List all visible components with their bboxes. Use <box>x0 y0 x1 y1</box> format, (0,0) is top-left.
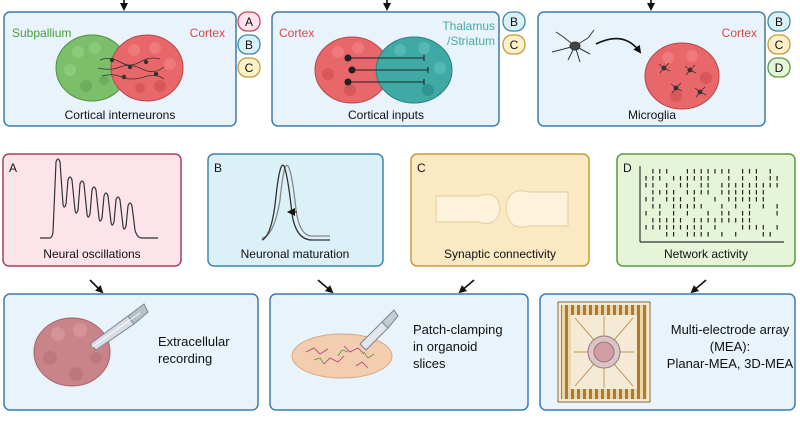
panel-3-badges: B C D <box>767 11 791 78</box>
badge-c-label: C <box>775 38 784 52</box>
method-label-line3: slices <box>413 356 446 371</box>
thalamus-label: Thalamus <box>442 19 495 33</box>
arrow-d-to-mea <box>690 279 707 294</box>
incoming-arrows <box>120 0 655 11</box>
raster-plot <box>645 169 778 237</box>
badge-b <box>767 11 791 32</box>
method-panel-mea: Multi-electrode array (MEA): Planar-MEA,… <box>539 293 796 411</box>
cortex-label: Cortex <box>279 26 314 40</box>
panel-1-badges: A B C <box>237 11 261 78</box>
method-label-line2: in organoid <box>413 339 477 354</box>
microglia-cell-icon <box>551 29 595 63</box>
badge-d-label: D <box>775 61 784 75</box>
striatum-label: /Striatum <box>447 34 495 48</box>
badge-c-label: C <box>510 38 519 52</box>
readout-letter: B <box>214 161 222 175</box>
readout-panel-a: A Neural oscillations <box>2 153 182 267</box>
electrode-icon <box>89 303 149 351</box>
badge-c <box>767 34 791 55</box>
badge-c <box>237 57 261 78</box>
badge-b-label: B <box>510 15 518 29</box>
slice-neurons <box>305 345 369 369</box>
badge-d <box>767 57 791 78</box>
organoid-slice <box>291 333 393 379</box>
method-label-line2: recording <box>158 351 212 366</box>
immature-action-potential-trace <box>261 164 330 241</box>
subpallium-label: Subpallium <box>12 26 71 40</box>
readout-caption: Neuronal maturation <box>241 247 350 261</box>
interneuron-threads <box>97 57 165 80</box>
connecting-arrows <box>89 279 707 294</box>
readout-caption: Synaptic connectivity <box>444 247 556 261</box>
assembloid-panel-microglia: Cortex Microglia <box>537 11 766 127</box>
panel-caption: Microglia <box>628 108 676 122</box>
method-label-line1: Multi-electrode array <box>671 322 790 337</box>
method-frame <box>269 293 529 411</box>
badge-b-label: B <box>775 15 783 29</box>
microglia-arrow <box>595 37 642 54</box>
badge-b-label: B <box>245 38 253 52</box>
badge-c-label: C <box>245 61 254 75</box>
subpallium-organoid <box>55 34 129 102</box>
organoid-icon <box>33 317 111 387</box>
patch-pipette-icon <box>359 309 399 351</box>
assembloid-panel-interneurons: Subpallium Cortex <box>3 11 237 127</box>
readout-panel-b: B Neuronal maturation <box>207 153 384 267</box>
readout-panel-d: D Network activity <box>616 153 796 267</box>
badge-a-label: A <box>245 15 253 29</box>
arrow-a-to-extracellular <box>89 279 104 294</box>
slice-neurons-green <box>313 349 375 365</box>
cortex-organoid <box>644 42 720 110</box>
readout-frame <box>616 153 796 267</box>
oscillation-trace <box>40 158 158 239</box>
arrow-b-to-patch <box>317 279 334 294</box>
badge-b <box>502 11 526 32</box>
method-label-line1: Extracellular <box>158 334 230 349</box>
presynaptic-terminal <box>435 193 501 224</box>
assembloid-panel-inputs: Cortex Thalamus /Striatum Cortical inpu <box>271 11 500 127</box>
mea-chip-icon <box>557 301 651 403</box>
postsynaptic-terminal <box>505 190 569 228</box>
cortex-label: Cortex <box>190 26 225 40</box>
panel-caption: Cortical interneurons <box>65 108 176 122</box>
method-panel-extracellular: Extracellular recording <box>3 293 259 411</box>
projection-axons <box>344 54 429 86</box>
readout-panel-c: C Synaptic connectivity <box>410 153 590 267</box>
method-label-line2: (MEA): <box>710 339 750 354</box>
arrow-c-to-patch <box>458 279 475 294</box>
readout-letter: C <box>417 161 426 175</box>
readout-caption: Neural oscillations <box>43 247 140 261</box>
cortex-organoid <box>110 34 184 102</box>
method-panel-patch-clamp: Patch-clamping in organoid slices <box>269 293 529 411</box>
mature-action-potential-trace <box>261 164 330 239</box>
readout-caption: Network activity <box>664 247 748 261</box>
badge-a <box>237 11 261 32</box>
readout-letter: A <box>9 161 17 175</box>
embedded-microglia <box>658 62 707 98</box>
cortex-label: Cortex <box>722 26 757 40</box>
readout-letter: D <box>623 161 632 175</box>
method-label-line1: Patch-clamping <box>413 322 503 337</box>
badge-c <box>502 34 526 55</box>
panel-2-badges: B C <box>502 11 526 55</box>
panel-caption: Cortical inputs <box>348 108 424 122</box>
badge-b <box>237 34 261 55</box>
method-label-line3: Planar-MEA, 3D-MEA <box>667 356 794 371</box>
